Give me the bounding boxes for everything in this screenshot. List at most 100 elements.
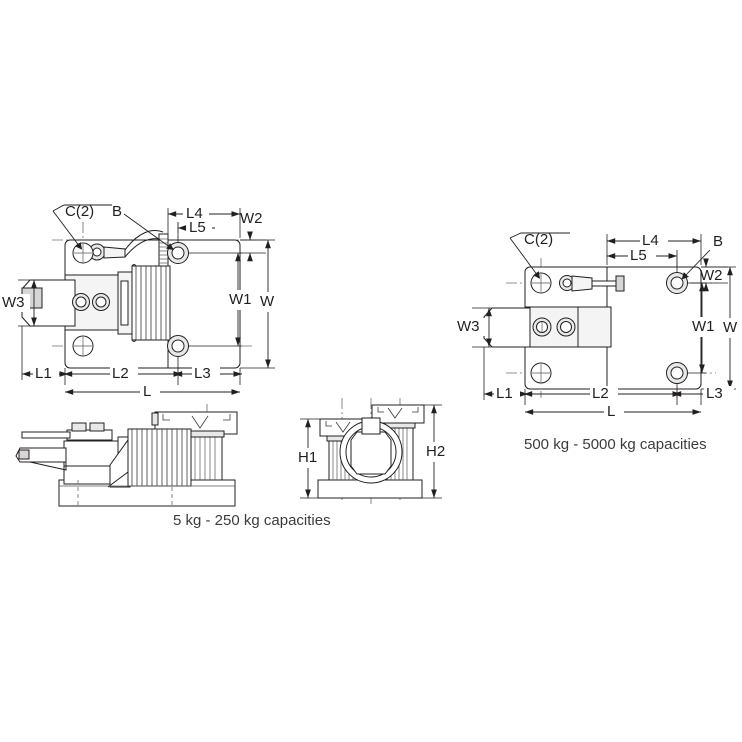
label-l1: L1	[35, 365, 52, 382]
caption-small-capacity: 5 kg - 250 kg capacities	[173, 512, 331, 529]
l3-text-mask-large	[704, 386, 734, 402]
side-col-r-collar	[187, 430, 225, 438]
dimension-l-small: L	[64, 383, 240, 400]
side-cable-taper	[29, 461, 67, 471]
label-c2-large: C(2)	[524, 231, 553, 248]
label-b-large: B	[713, 233, 723, 250]
l2-text-mask-large	[590, 386, 618, 402]
bellows-cap-bottom	[131, 339, 137, 342]
callout-c2-leader-horizontal	[52, 204, 112, 212]
side-bellows-body	[127, 428, 192, 487]
dimension-l5-small: L5	[177, 219, 215, 243]
dimension-w3-small: W3	[0, 279, 40, 327]
side-top-plate-notch-r	[223, 414, 231, 421]
socket-screw-pair	[72, 293, 110, 311]
l4-text-mask	[183, 206, 209, 222]
callout-b-leader	[123, 213, 174, 251]
fe-tpl-notch-l	[325, 421, 332, 427]
cable-assembly-large	[559, 275, 625, 292]
socket-screw-pair-large	[532, 317, 576, 337]
callout-c2-large: C(2)	[509, 231, 570, 279]
w3-text-mask	[0, 294, 30, 312]
callout-c2-leader-horizontal-large	[509, 232, 570, 239]
side-top-plate-vee	[191, 415, 209, 429]
w1-text-mask	[227, 290, 251, 310]
bellows-cap-top	[131, 264, 137, 267]
label-w: W	[260, 293, 275, 310]
side-cone-edge	[107, 471, 129, 488]
w1-text-mask-large	[690, 317, 716, 337]
w-text-mask-large	[722, 318, 742, 338]
cable-ring-terminal-inner	[92, 247, 102, 257]
l4-text-mask-large	[640, 233, 668, 249]
label-h2: H2	[426, 443, 445, 460]
dimension-l4-large: L4	[606, 232, 702, 265]
cable-ferrule	[103, 246, 126, 259]
callout-c2-leader-arrow	[52, 210, 83, 250]
dimension-h2: H2	[422, 404, 450, 499]
plan-view-small: C(2) B L4 L5 W2	[0, 203, 278, 400]
bellows-assembly	[131, 264, 171, 342]
dimension-l3-large: L3	[672, 385, 734, 405]
l-text-mask-large	[604, 404, 624, 420]
dimension-l2-small: L2	[63, 356, 182, 385]
label-w-large: W	[723, 319, 738, 336]
fe-tpr-vee	[387, 407, 403, 419]
label-l2-large: L2	[592, 385, 609, 402]
side-cable-connector	[18, 449, 30, 460]
dimension-w3-large: W3	[455, 307, 500, 348]
label-l4-large: L4	[642, 232, 659, 249]
label-b: B	[112, 203, 122, 220]
dimension-w-small: W	[240, 239, 278, 369]
label-l3-large: L3	[706, 385, 723, 402]
dimension-h1: H1	[296, 418, 322, 499]
dimension-l-large: L	[524, 403, 701, 420]
label-h1: H1	[298, 449, 317, 466]
dimension-w1-large: W1	[687, 282, 716, 374]
mounting-holes-plan-small	[72, 242, 189, 357]
w-text-mask	[258, 292, 278, 312]
fe-tpr-notch-r	[412, 407, 419, 413]
mounting-hole-bottom-right-inner-large	[670, 366, 684, 380]
label-w2: W2	[240, 210, 263, 227]
label-l: L	[143, 383, 151, 400]
cable-gland-large	[615, 275, 625, 292]
l1-text-mask-large	[494, 386, 520, 402]
side-left-ledge	[21, 431, 71, 439]
label-l-large: L	[607, 403, 615, 420]
cable-ferrule-large	[571, 275, 593, 292]
front-elevation: H1 H2	[296, 398, 450, 505]
l5-text-mask-large	[628, 248, 656, 264]
dimension-l3-small: L3	[173, 365, 242, 385]
label-l2: L2	[112, 365, 129, 382]
l2-text-mask	[110, 366, 138, 382]
label-w2-large: W2	[700, 267, 723, 284]
mounting-hole-top-right-inner	[171, 246, 185, 260]
l1-text-mask	[33, 366, 59, 382]
mounting-hole-bottom-right-inner	[171, 339, 185, 353]
callout-c2-small: C(2)	[52, 203, 112, 250]
dimension-l1-small: L1	[21, 326, 68, 385]
caption-large-capacity: 500 kg - 5000 kg capacities	[524, 436, 707, 453]
side-bellows	[127, 428, 192, 487]
cable-ring-terminal-inner-large	[562, 278, 572, 288]
h1-text-mask	[296, 448, 320, 468]
fe-neck	[361, 417, 381, 435]
label-l1-large: L1	[496, 385, 513, 402]
flange-plate-slot	[120, 280, 129, 326]
callout-b-leader-large	[681, 249, 711, 280]
dimension-w1-small: W1	[188, 252, 252, 347]
callout-b-large: B	[681, 233, 723, 280]
fe-tpr-notch-l	[377, 407, 384, 413]
label-w3-large: W3	[457, 318, 480, 335]
label-l4: L4	[186, 205, 203, 222]
cable-upper-strand	[124, 230, 164, 251]
fe-tpl-vee	[335, 421, 351, 433]
callout-c2-leader-arrow-large	[509, 237, 541, 279]
l5-text-mask	[186, 220, 212, 236]
l-text-mask	[140, 384, 160, 400]
socket-screw-2-inner	[95, 296, 107, 308]
socket-screw-2-inner-large	[560, 321, 572, 333]
callout-b-small: B	[112, 203, 174, 251]
